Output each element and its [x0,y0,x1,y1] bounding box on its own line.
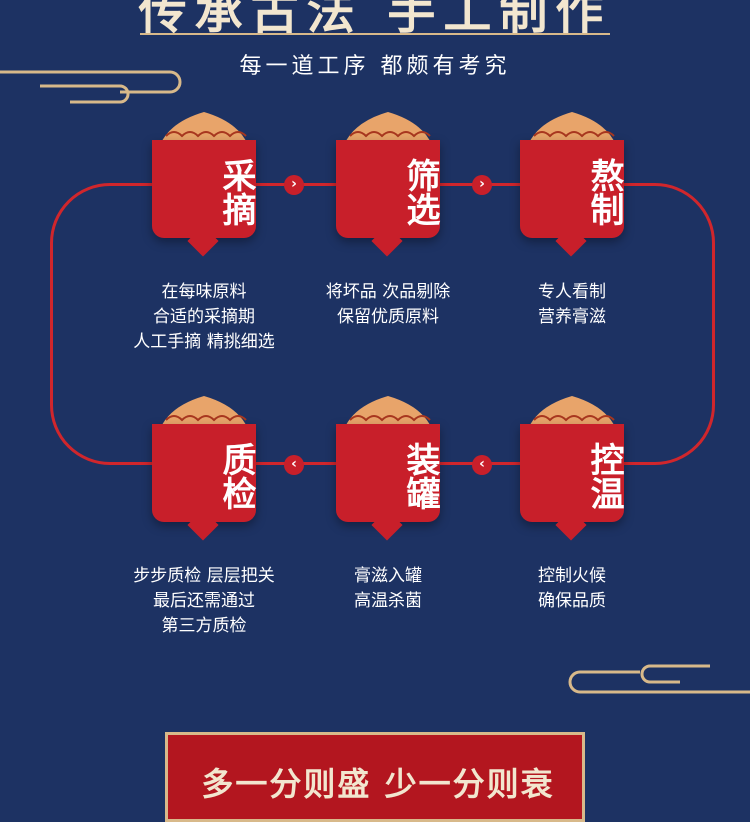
desc-line: 步步质检 层层把关 [133,566,275,586]
arrow-right-icon: › [284,175,304,195]
cloud-right-icon [568,664,750,694]
arrow-left-icon: ‹ [284,455,304,475]
step-description: 在每味原料 合适的采摘期 人工手摘 精挑细选 [94,280,314,355]
step-card [152,424,256,522]
step-canning: 装罐 [336,390,440,541]
desc-line: 高温杀菌 [354,591,422,611]
desc-line: 第三方质检 [161,616,247,636]
step-screening: 筛选 [336,106,440,257]
page-subtitle: 每一道工序 都颇有考究 [239,54,511,79]
step-temp-control: 控温 [520,390,624,541]
page-title: 传承古法 手工制作 [138,0,612,40]
step-name: 筛选 [400,158,440,226]
step-card [336,140,440,238]
desc-line: 专人看制 [538,282,606,302]
step-name: 熬制 [584,158,624,226]
step-description: 将坏品 次品剔除 保留优质原料 [278,280,498,330]
step-description: 控制火候 确保品质 [462,564,682,614]
title-divider [140,33,610,35]
desc-line: 在每味原料 [161,282,247,302]
step-picking: 采摘 [152,106,256,257]
arrow-left-icon: ‹ [472,455,492,475]
slogan-banner: 多一分则盛 少一分则衰 [165,732,585,822]
step-name: 质检 [216,442,256,510]
step-name: 采摘 [216,158,256,226]
desc-line: 营养膏滋 [538,307,606,327]
step-name: 控温 [584,442,624,510]
step-card [336,424,440,522]
step-card [520,424,624,522]
step-boiling: 熬制 [520,106,624,257]
desc-line: 合适的采摘期 [153,307,255,327]
step-description: 步步质检 层层把关 最后还需通过 第三方质检 [94,564,314,639]
step-card [520,140,624,238]
desc-line: 最后还需通过 [153,591,255,611]
step-name: 装罐 [400,442,440,510]
desc-line: 将坏品 次品剔除 [325,282,451,302]
step-card [152,140,256,238]
desc-line: 膏滋入罐 [354,566,422,586]
desc-line: 控制火候 [538,566,606,586]
slogan-text: 多一分则盛 少一分则衰 [201,765,555,803]
step-inspection: 质检 [152,390,256,541]
arrow-right-icon: › [472,175,492,195]
desc-line: 保留优质原料 [337,307,439,327]
desc-line: 确保品质 [538,591,606,611]
step-description: 专人看制 营养膏滋 [462,280,682,330]
step-description: 膏滋入罐 高温杀菌 [278,564,498,614]
cloud-left-icon [0,70,182,104]
desc-line: 人工手摘 精挑细选 [133,332,275,352]
